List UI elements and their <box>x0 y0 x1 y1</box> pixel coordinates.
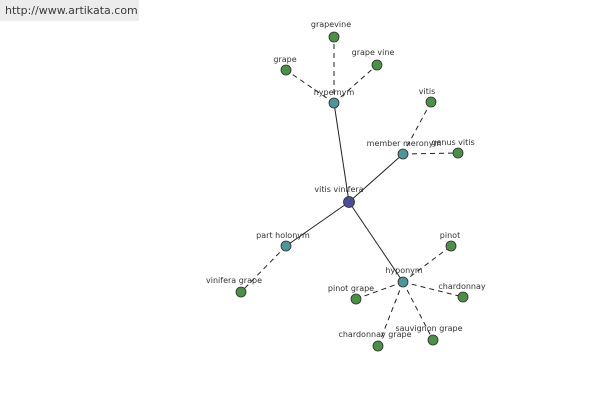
node-label-grape-vine[interactable]: grape vine <box>352 48 395 57</box>
node-vitis[interactable] <box>425 96 437 108</box>
edge-center-to-hyponym <box>348 201 404 283</box>
node-label-vitis[interactable]: vitis <box>419 87 435 96</box>
edge-hyponym-to-pinot <box>402 245 452 283</box>
node-genus-vitis[interactable] <box>452 147 464 159</box>
node-label-part-holonym[interactable]: part holonym <box>256 231 310 240</box>
node-label-member-meronym[interactable]: member meronym <box>367 139 442 148</box>
node-label-grape[interactable]: grape <box>273 55 296 64</box>
node-label-pinot[interactable]: pinot <box>440 231 460 240</box>
node-pinot[interactable] <box>445 240 457 252</box>
node-grape-vine[interactable] <box>371 59 383 71</box>
edge-hyponym-to-chardonnay <box>402 281 464 298</box>
nodes-layer <box>235 31 469 352</box>
node-label-vinifera-grape[interactable]: vinifera grape <box>206 276 262 285</box>
edge-hypernym-to-grape-vine <box>333 64 378 104</box>
edge-hyponym-to-sauvignon-grape <box>402 281 434 341</box>
node-pinot-grape[interactable] <box>350 293 362 305</box>
node-label-grapevine[interactable]: grapevine <box>311 20 351 29</box>
edge-center-to-part-holonym <box>285 201 350 247</box>
node-grape[interactable] <box>280 64 292 76</box>
edge-center-to-hypernym <box>333 102 350 203</box>
node-chardonnay[interactable] <box>457 291 469 303</box>
node-chardonnay-grape[interactable] <box>372 340 384 352</box>
edge-part-holonym-to-vinifera-grape <box>240 245 287 293</box>
node-vinifera-grape[interactable] <box>235 286 247 298</box>
node-part-holonym[interactable] <box>280 240 292 252</box>
edge-member-meronym-to-genus-vitis <box>402 152 459 155</box>
node-label-chardonnay-grape[interactable]: chardonnay grape <box>338 330 411 339</box>
source-url-banner[interactable]: http://www.artikata.com <box>0 0 139 21</box>
node-grapevine[interactable] <box>328 31 340 43</box>
edge-hypernym-to-grape <box>285 69 335 104</box>
node-member-meronym[interactable] <box>397 148 409 160</box>
node-label-hypernym[interactable]: hypernym <box>314 88 355 97</box>
node-label-center[interactable]: vitis vinifera <box>314 185 363 194</box>
node-label-genus-vitis[interactable]: genus vitis <box>431 138 474 147</box>
node-label-sauvignon-grape[interactable]: sauvignon grape <box>395 324 462 333</box>
node-hypernym[interactable] <box>328 97 340 109</box>
edges-layer <box>240 37 464 347</box>
edge-center-to-member-meronym <box>348 153 404 203</box>
node-label-chardonnay[interactable]: chardonnay <box>438 282 486 291</box>
edge-hyponym-to-chardonnay-grape <box>377 281 404 347</box>
node-hyponym[interactable] <box>397 276 409 288</box>
edge-member-meronym-to-vitis <box>402 101 432 155</box>
node-label-hyponym[interactable]: hyponym <box>385 266 423 275</box>
node-sauvignon-grape[interactable] <box>427 334 439 346</box>
labels-layer: vitis vinifera hypernym member meronym part… <box>206 20 486 339</box>
node-label-pinot-grape[interactable]: pinot grape <box>328 284 374 293</box>
node-center[interactable] <box>343 196 355 208</box>
